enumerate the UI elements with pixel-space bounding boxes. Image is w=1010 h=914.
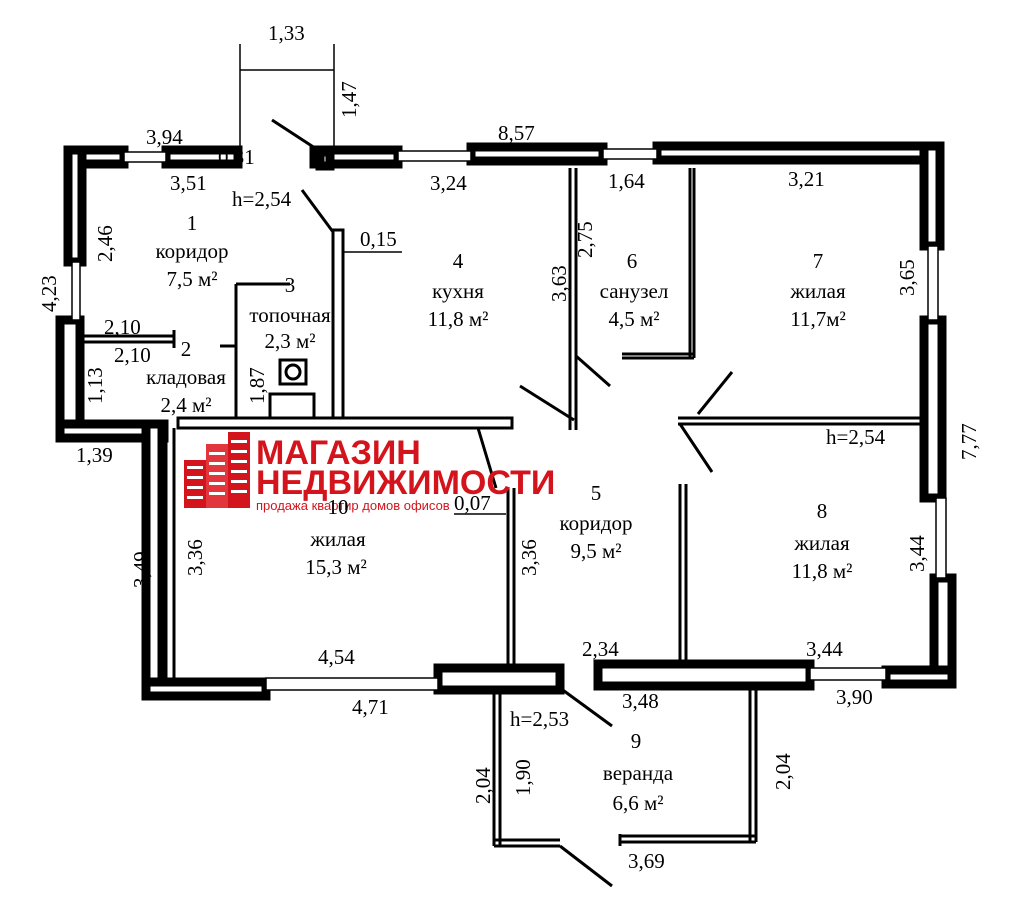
room-10-area: 15,3 м² bbox=[305, 555, 367, 579]
dim-label: 1,13 bbox=[83, 367, 107, 404]
dim-label: 0,07 bbox=[454, 491, 491, 515]
dim-label: 3,63 bbox=[547, 265, 571, 302]
logo-line1: МАГАЗИН bbox=[256, 434, 421, 472]
dim-label: 2,75 bbox=[573, 221, 597, 258]
ceiling-heights: h=2,54 h=2,54 h=2,53 bbox=[232, 187, 886, 731]
dim-label: 1,87 bbox=[245, 367, 269, 404]
dim-label: 7,77 bbox=[957, 423, 981, 460]
room-9-name: веранда bbox=[603, 761, 674, 785]
room-10-name: жилая bbox=[309, 527, 366, 551]
dim-label: 0,31 bbox=[218, 145, 255, 169]
dim-label: 3,36 bbox=[183, 539, 207, 576]
dim-label: 3,44 bbox=[806, 637, 843, 661]
room-5-name: коридор bbox=[559, 511, 632, 535]
interior-walls bbox=[82, 168, 924, 682]
room-1-number: 1 bbox=[187, 211, 198, 235]
logo-line2: НЕДВИЖИМОСТИ bbox=[256, 464, 555, 502]
windows bbox=[71, 148, 947, 691]
dim-label: 2,46 bbox=[93, 225, 117, 262]
dim-label: 3,48 bbox=[622, 689, 659, 713]
dim-label: 3,94 bbox=[146, 125, 183, 149]
room-3-number: 3 bbox=[285, 273, 296, 297]
room-1-area: 7,5 м² bbox=[166, 267, 217, 291]
room-8-name: жилая bbox=[793, 531, 850, 555]
room-4-name: кухня bbox=[432, 279, 484, 303]
room-3-area: 2,3 м² bbox=[264, 329, 315, 353]
dim-label: 8,57 bbox=[498, 121, 535, 145]
room-5-area: 9,5 м² bbox=[570, 539, 621, 563]
room-2-name: кладовая bbox=[146, 365, 226, 389]
dim-label: 4,54 bbox=[318, 645, 355, 669]
room-9-area: 6,6 м² bbox=[612, 791, 663, 815]
room-9-number: 9 bbox=[631, 729, 642, 753]
dim-label: 3,51 bbox=[170, 171, 207, 195]
room-8-number: 8 bbox=[817, 499, 828, 523]
room-6-name: санузел bbox=[600, 279, 669, 303]
entrance-porch bbox=[239, 44, 335, 171]
dim-label: 1,33 bbox=[268, 21, 305, 45]
dim-label: 2,10 bbox=[104, 315, 141, 339]
dim-label: 3,44 bbox=[905, 535, 929, 572]
height-label-3: h=2,53 bbox=[510, 707, 569, 731]
room-1-name: коридор bbox=[155, 239, 228, 263]
dim-label: 3,69 bbox=[628, 849, 665, 873]
dimension-labels: 1,33 3,94 0,31 8,57 3,51 3,24 1,64 3,21 … bbox=[76, 21, 873, 873]
dim-label: 3,21 bbox=[788, 167, 825, 191]
room-7-number: 7 bbox=[813, 249, 824, 273]
dim-label: 3,36 bbox=[517, 539, 541, 576]
room-10-number: 10 bbox=[328, 495, 349, 519]
room-2-area: 2,4 м² bbox=[160, 393, 211, 417]
veranda-walls bbox=[492, 686, 758, 888]
dim-label: 3,24 bbox=[430, 171, 467, 195]
height-label-1: h=2,54 bbox=[232, 187, 292, 211]
building-icon bbox=[184, 432, 250, 508]
vertical-dimension-labels: 1,47 2,46 3,63 2,75 3,65 4,23 1,13 1,87 … bbox=[37, 81, 981, 804]
dim-label: 1,64 bbox=[608, 169, 645, 193]
dim-label: 2,34 bbox=[582, 637, 619, 661]
room-6-area: 4,5 м² bbox=[608, 307, 659, 331]
dim-label: 1,90 bbox=[511, 759, 535, 796]
logo: МАГАЗИН НЕДВИЖИМОСТИ продажа квартир дом… bbox=[184, 432, 555, 513]
dim-label: 3,90 bbox=[836, 685, 873, 709]
dim-label: 1,47 bbox=[337, 81, 361, 118]
height-label-2: h=2,54 bbox=[826, 425, 886, 449]
room-labels: 1 коридор 7,5 м² 2 кладовая 2,4 м² 3 топ… bbox=[146, 211, 852, 815]
room-7-area: 11,7м² bbox=[790, 307, 846, 331]
logo-tagline: продажа квартир домов офисов bbox=[256, 498, 450, 513]
dim-label: 2,04 bbox=[771, 753, 795, 790]
room-5-number: 5 bbox=[591, 481, 602, 505]
dim-label: 3,49 bbox=[129, 551, 153, 588]
dim-label: 3,65 bbox=[895, 259, 919, 296]
room-7-name: жилая bbox=[789, 279, 846, 303]
dim-label: 4,23 bbox=[37, 275, 61, 312]
dim-label: 2,10 bbox=[114, 343, 151, 367]
dim-label: 0,15 bbox=[360, 227, 397, 251]
room-4-number: 4 bbox=[453, 249, 464, 273]
room-3-name: топочная bbox=[249, 303, 331, 327]
dim-label: 2,04 bbox=[471, 767, 495, 804]
room-6-number: 6 bbox=[627, 249, 638, 273]
room-8-area: 11,8 м² bbox=[792, 559, 853, 583]
dim-label: 1,39 bbox=[76, 443, 113, 467]
dim-label: 4,71 bbox=[352, 695, 389, 719]
room-4-area: 11,8 м² bbox=[428, 307, 489, 331]
room-2-number: 2 bbox=[181, 337, 192, 361]
